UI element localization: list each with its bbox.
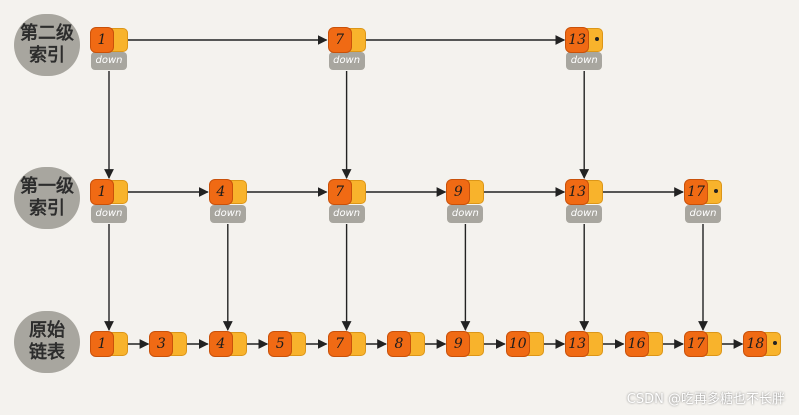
base-node: 10 — [505, 331, 544, 357]
null-pointer-dot — [595, 37, 600, 41]
level1-down-pointer-tag: down — [91, 205, 127, 223]
null-pointer-dot — [714, 189, 718, 193]
level1-node: 17 — [684, 179, 722, 205]
level1-down-pointer-tag: down — [447, 205, 484, 223]
level1-down-pointer-tag: down — [566, 205, 603, 223]
level2-node-key: 1 — [90, 27, 114, 53]
base-node: 9 — [446, 331, 485, 357]
base-label-line2: 链表 — [29, 342, 65, 363]
level1-node-key: 9 — [446, 179, 471, 205]
null-pointer-dot — [773, 341, 778, 345]
level2-node-key: 13 — [565, 27, 590, 53]
base-node: 1 — [90, 331, 128, 357]
level2-down-pointer-tag: down — [91, 52, 127, 70]
base-node: 8 — [387, 331, 425, 357]
level2-index-label: 第二级 索引 — [14, 14, 80, 76]
base-node: 13 — [565, 331, 604, 357]
watermark: CSDN @吃再多糖也不长胖 — [626, 392, 785, 407]
level2-node: 7 — [327, 27, 366, 53]
level1-down-pointer-tag: down — [328, 205, 365, 223]
base-node-key: 13 — [565, 331, 590, 357]
level2-node: 13 — [565, 27, 604, 53]
level1-node-key: 4 — [208, 179, 233, 205]
level1-index-label: 第一级 索引 — [14, 167, 80, 229]
level1-down-pointer-tag: down — [209, 205, 246, 223]
level1-label-line2: 索引 — [29, 198, 65, 219]
level1-node: 1 — [90, 179, 128, 205]
level2-node-key: 7 — [327, 27, 352, 53]
base-node-key: 17 — [684, 331, 708, 357]
base-node-key: 1 — [90, 331, 114, 357]
base-node-key: 3 — [149, 331, 174, 357]
level1-node: 4 — [208, 179, 247, 205]
level1-node-key: 1 — [90, 179, 114, 205]
level1-node-key: 17 — [684, 179, 708, 205]
level2-down-pointer-tag: down — [328, 52, 365, 70]
base-node: 16 — [624, 331, 663, 357]
level2-down-pointer-tag: down — [566, 52, 603, 70]
base-node: 4 — [208, 331, 247, 357]
base-node: 5 — [268, 331, 307, 357]
base-node-key: 9 — [446, 331, 471, 357]
level1-node-key: 13 — [565, 179, 590, 205]
base-node: 18 — [743, 331, 782, 357]
level1-node: 13 — [565, 179, 604, 205]
level1-node: 7 — [327, 179, 366, 205]
base-node-key: 16 — [624, 331, 649, 357]
level2-node: 1 — [90, 27, 128, 53]
level1-node: 9 — [446, 179, 485, 205]
base-node: 7 — [327, 331, 366, 357]
base-label-line1: 原始 — [29, 320, 65, 341]
base-node-key: 5 — [268, 331, 293, 357]
base-node-key: 4 — [208, 331, 233, 357]
base-node-key: 7 — [327, 331, 352, 357]
base-list-label: 原始 链表 — [14, 311, 80, 373]
base-node: 3 — [149, 331, 188, 357]
level1-node-key: 7 — [327, 179, 352, 205]
level2-label-line2: 索引 — [29, 45, 65, 66]
level2-label-line1: 第二级 — [20, 23, 74, 44]
base-node: 17 — [684, 331, 722, 357]
base-node-key: 8 — [387, 331, 411, 357]
base-node-key: 10 — [505, 331, 530, 357]
level1-label-line1: 第一级 — [20, 176, 74, 197]
level1-down-pointer-tag: down — [685, 205, 721, 223]
base-node-key: 18 — [743, 331, 768, 357]
